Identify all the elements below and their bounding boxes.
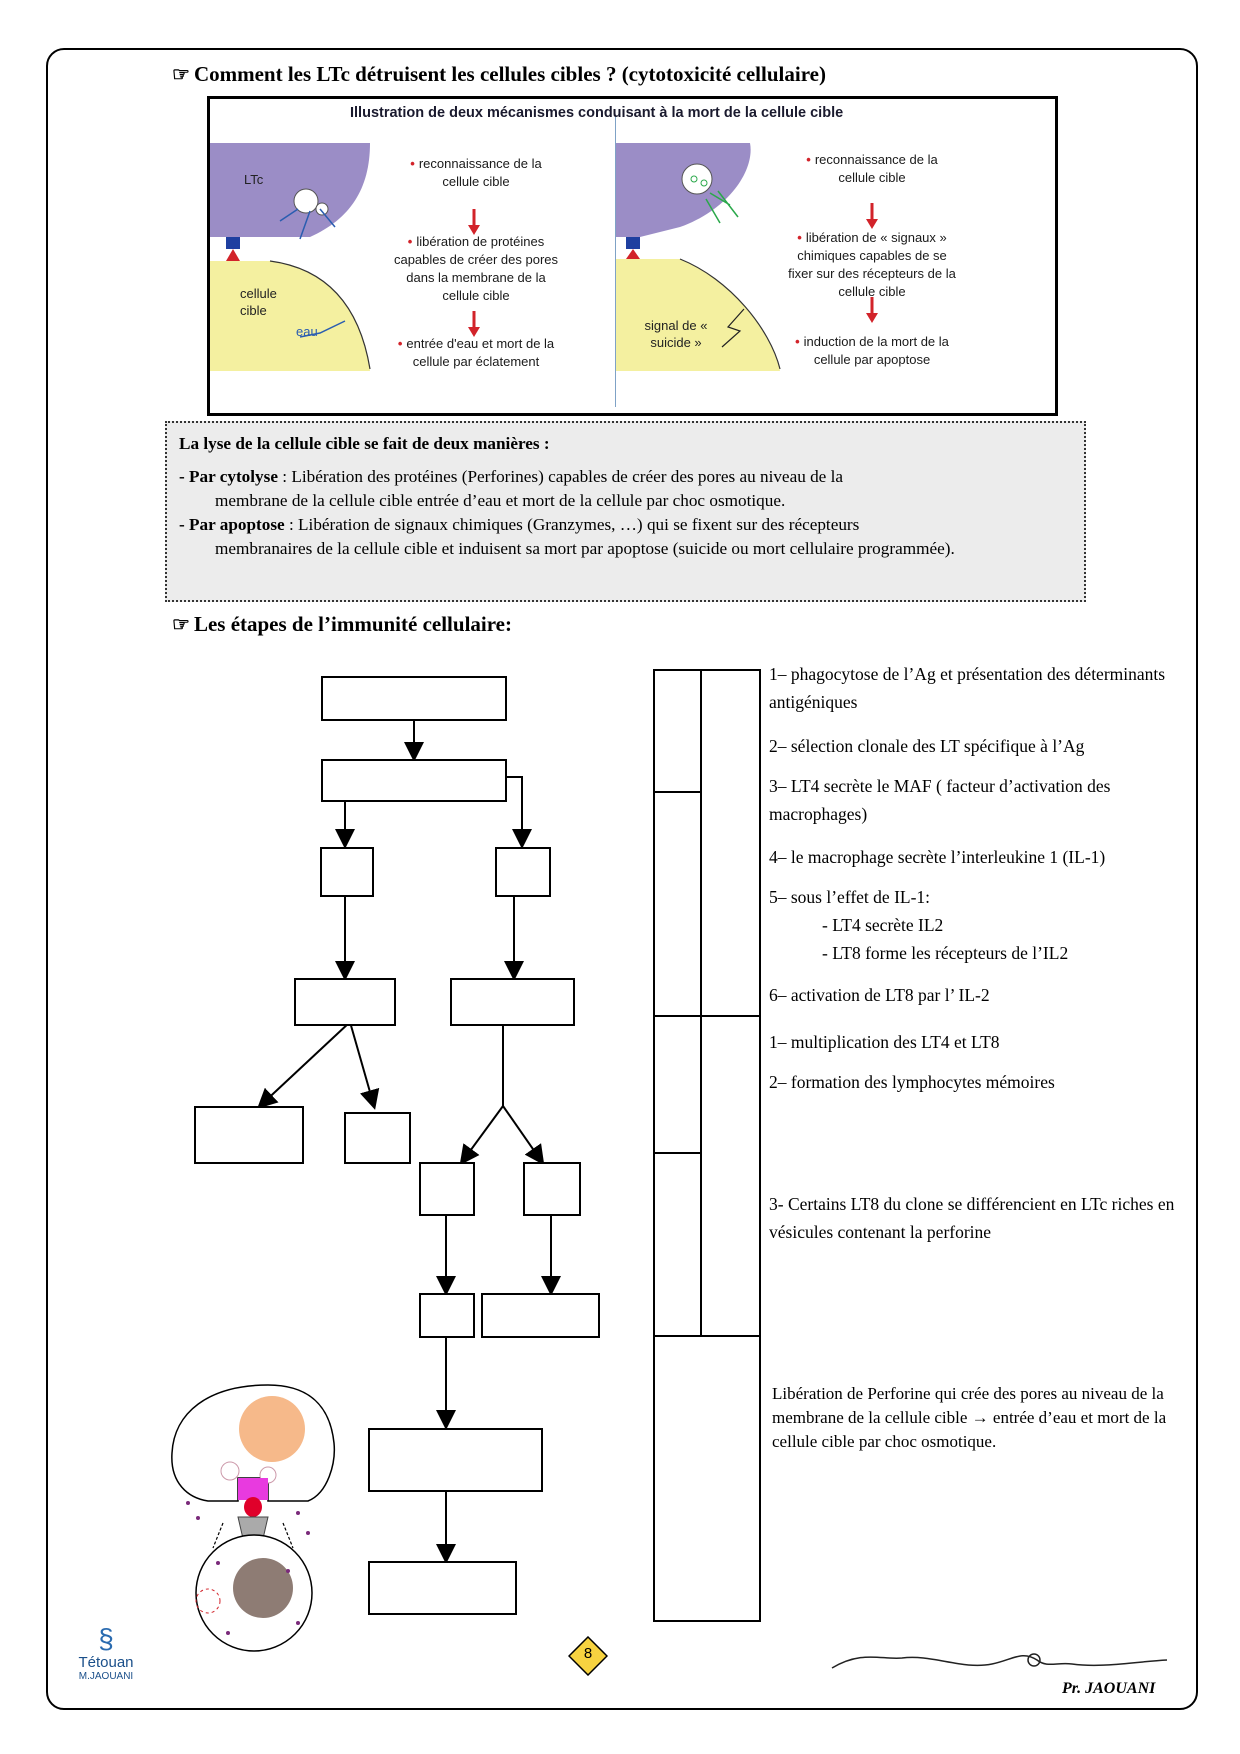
summary-title: La lyse de la cellule cible se fait de d… (179, 434, 550, 453)
logo-icon: § (98, 1623, 114, 1654)
right-step-2: •libération de « signaux » chimiques cap… (788, 230, 956, 299)
section-heading-cytotoxicity: ☞ Comment les LTc détruisent les cellule… (172, 62, 826, 87)
step-6-text: 6– activation de LT8 par l’ IL-2 (769, 985, 990, 1005)
receptor-icon (226, 237, 240, 249)
figure-title: Illustration de deux mécanismes conduisa… (350, 105, 844, 121)
flow-box-5[interactable] (294, 978, 396, 1026)
heading-text: Les étapes de l’immunité cellulaire: (193, 612, 512, 636)
summary-item-cytolyse: - Par cytolyse : Libération des protéine… (179, 467, 844, 510)
pointing-hand-icon: ☞ (172, 614, 190, 636)
flow-box-4[interactable] (495, 847, 551, 897)
steps-table-grid (653, 669, 761, 1622)
heading-text: Comment les LTc détruisent les cellules … (193, 62, 826, 86)
flow-box-8[interactable] (344, 1112, 411, 1164)
flow-box-10[interactable] (523, 1162, 581, 1216)
step-2-text: 2– sélection clonale des LT spécifique à… (769, 736, 1085, 756)
page-frame (46, 48, 1198, 1710)
pointing-hand-icon: ☞ (172, 64, 190, 86)
flow-box-2[interactable] (321, 759, 507, 802)
mechanism-illustration: Illustration de deux mécanismes conduisa… (207, 96, 1058, 416)
lysis-summary-box: La lyse de la cellule cible se fait de d… (165, 421, 1086, 602)
left-step-1: •reconnaissance de la cellule cible (410, 156, 542, 189)
left-step-2: •libération de protéines capables de cré… (393, 234, 559, 303)
water-label: eau (296, 324, 318, 339)
flow-box-12[interactable] (481, 1293, 600, 1338)
step-3-text: 3– LT4 secrète le MAF ( facteur d’activa… (769, 776, 1111, 824)
step-5-text: 5– sous l’effet de IL-1: (769, 887, 931, 907)
step-1-text: 1– phagocytose de l’Ag et présentation d… (769, 664, 1166, 712)
steps-table-cells[interactable] (653, 669, 761, 1622)
flow-box-11[interactable] (419, 1293, 475, 1338)
flow-box-3[interactable] (320, 847, 374, 897)
flow-box-13[interactable] (368, 1428, 543, 1492)
right-step-1: •reconnaissance de la cellule cible (806, 152, 938, 185)
target-cell-shape (210, 261, 370, 371)
author-signature: Pr. JAOUANI (1062, 1680, 1156, 1697)
phase2-step-1: 1– multiplication des LT4 et LT8 (769, 1032, 1000, 1052)
suicide-signal-label: signal de « suicide » (644, 318, 708, 350)
flow-box-7[interactable] (194, 1106, 304, 1164)
flow-box-1[interactable] (321, 676, 507, 721)
phase2-step-3: 3- Certains LT8 du clone se différencien… (769, 1194, 1175, 1242)
page-number: 8 (583, 1645, 593, 1662)
section-heading-steps: ☞ Les étapes de l’immunité cellulaire: (172, 612, 512, 637)
right-step-3: •induction de la mort de la cellule par … (795, 334, 949, 367)
logo-city: Tétouan (78, 1654, 134, 1671)
step-5-sub-1: - LT4 secrète IL2 (822, 915, 944, 935)
school-logo: § Tétouan M.JAOUANI (60, 1623, 152, 1683)
flow-box-14[interactable] (368, 1561, 517, 1615)
left-step-3: •entrée d'eau et mort de la cellule par … (397, 336, 555, 369)
flow-box-9[interactable] (419, 1162, 475, 1216)
ltc-cell-shape (210, 143, 370, 237)
ltc-label: LTc (244, 172, 264, 187)
target-cell-label: cellule cible (240, 286, 277, 318)
logo-author: M.JAOUANI (78, 1671, 134, 1682)
page-number-badge (568, 1636, 608, 1676)
summary-item-apoptose: - Par apoptose : Libération de signaux c… (179, 515, 955, 558)
phase2-step-2: 2– formation des lymphocytes mémoires (769, 1072, 1055, 1092)
step-5-sub-2: - LT8 forme les récepteurs de l’IL2 (822, 943, 1069, 963)
figure-separator (615, 117, 616, 407)
signature-flourish (831, 1653, 1168, 1669)
ltc-target-cell-illustration (171, 1384, 336, 1652)
step-4-text: 4– le macrophage secrète l’interleukine … (769, 847, 1106, 867)
flow-box-6[interactable] (450, 978, 575, 1026)
figure-drawing (210, 143, 878, 371)
final-phase-text: Libération de Perforine qui crée des por… (772, 1384, 1167, 1451)
